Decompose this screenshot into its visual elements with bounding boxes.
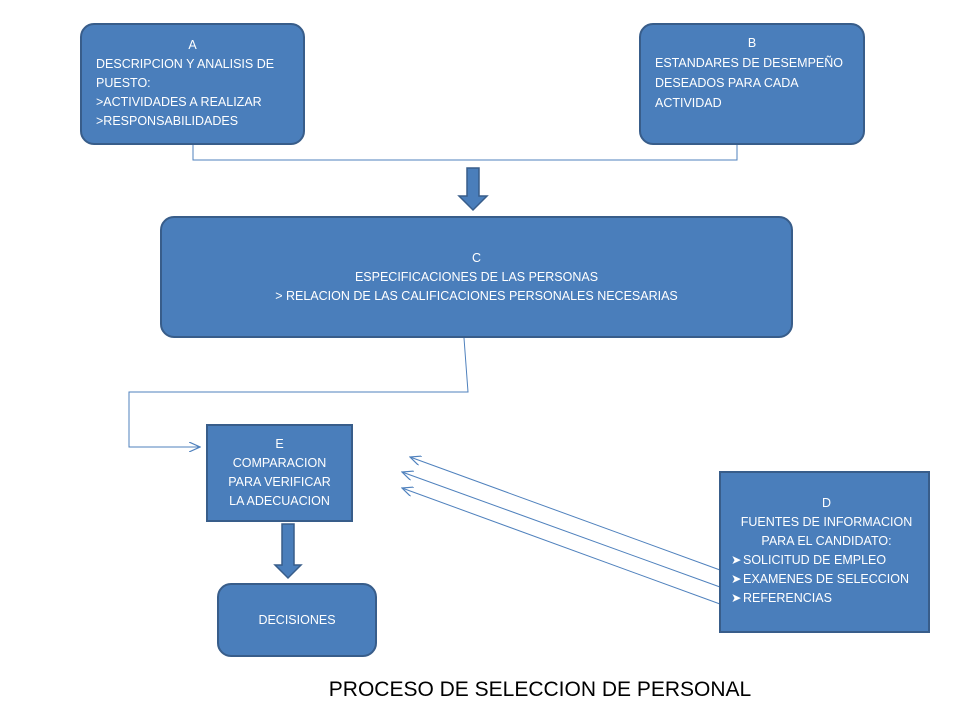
box-b-line: ACTIVIDAD [655, 96, 722, 110]
box-a: A DESCRIPCION Y ANALISIS DE PUESTO: >ACT… [80, 23, 305, 145]
box-d-line: FUENTES DE INFORMACION [740, 515, 913, 529]
box-c-line: ESPECIFICACIONES DE LAS PERSONAS [354, 270, 599, 284]
box-a-line: DESCRIPCION Y ANALISIS DE [96, 57, 275, 71]
box-c: C ESPECIFICACIONES DE LAS PERSONAS > REL… [160, 216, 793, 338]
box-b: B ESTANDARES DE DESEMPEÑO DESEADOS PARA … [639, 23, 865, 145]
box-decisiones-label: DECISIONES [258, 613, 336, 627]
box-d-bullet-text: SOLICITUD DE EMPLEO [743, 553, 887, 567]
box-d-letter: D [821, 496, 832, 510]
box-e-line: LA ADECUACION [229, 494, 330, 508]
box-e-line: COMPARACION [232, 456, 327, 470]
arrowhead-bullet-icon: ➤ [731, 572, 742, 586]
box-a-line: >ACTIVIDADES A REALIZAR [96, 95, 262, 109]
box-b-line: DESEADOS PARA CADA [655, 76, 799, 90]
box-a-line: PUESTO: [96, 76, 151, 90]
box-e: E COMPARACION PARA VERIFICAR LA ADECUACI… [206, 424, 353, 522]
connector-c-to-e [128, 337, 469, 447]
box-d-bullet-text: EXAMENES DE SELECCION [743, 572, 910, 586]
box-d-line: PARA EL CANDIDATO: [761, 534, 892, 548]
arrowhead-bullet-icon: ➤ [731, 591, 742, 605]
box-c-line: > RELACION DE LAS CALIFICACIONES PERSONA… [275, 289, 678, 303]
box-d-bullet-item: ➤EXAMENES DE SELECCION [731, 570, 922, 589]
box-e-letter: E [275, 437, 284, 451]
block-arrow-to-decisiones [273, 523, 303, 580]
connector-d-to-e-1 [410, 457, 721, 571]
box-d-bullet-item: ➤REFERENCIAS [731, 589, 922, 608]
box-d: D FUENTES DE INFORMACION PARA EL CANDIDA… [719, 471, 930, 633]
box-a-letter: A [188, 38, 197, 52]
box-d-bullet-item: ➤SOLICITUD DE EMPLEO [731, 551, 922, 570]
connector-ab-bracket [192, 145, 738, 161]
box-c-letter: C [471, 251, 482, 265]
connector-d-to-e-3 [402, 488, 721, 605]
box-decisiones: DECISIONES [217, 583, 377, 657]
arrowhead-bullet-icon: ➤ [731, 553, 742, 567]
box-b-letter: B [747, 36, 757, 50]
box-a-line: >RESPONSABILIDADES [96, 114, 239, 128]
block-arrow-to-c [457, 167, 489, 212]
box-e-line: PARA VERIFICAR [228, 475, 331, 489]
diagram-title: PROCESO DE SELECCION DE PERSONAL [328, 678, 752, 701]
box-d-bullet-text: REFERENCIAS [743, 591, 832, 605]
box-b-line: ESTANDARES DE DESEMPEÑO [655, 56, 844, 70]
connector-d-to-e-2 [402, 472, 721, 588]
